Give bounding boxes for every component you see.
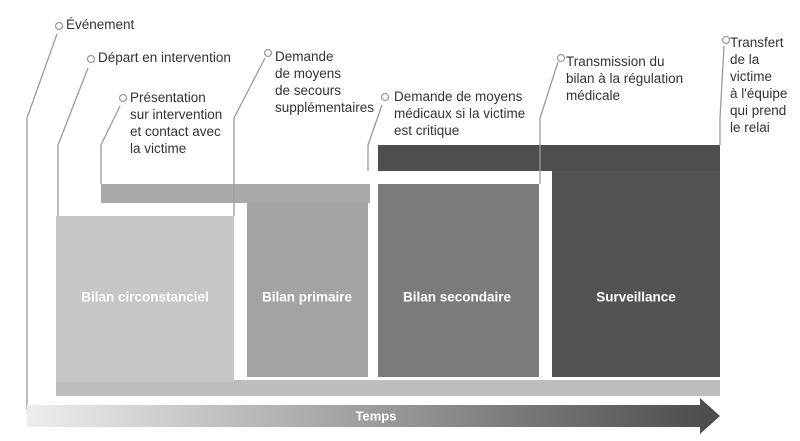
leader-line-extra-help xyxy=(233,57,266,216)
callout-line: de moyens xyxy=(275,66,342,81)
callout-line: de la xyxy=(730,52,760,67)
leader-line-handover xyxy=(719,45,725,145)
callout-medical-means: Demande de moyens médicaux si la victime… xyxy=(394,88,525,139)
callout-extra-help: Demande de moyens de secours supplémenta… xyxy=(275,48,374,116)
callout-line: Demande xyxy=(275,49,334,64)
leader-dot-extra-help xyxy=(263,48,273,58)
leader-dot-presentation xyxy=(118,93,128,103)
phase-block-primary xyxy=(247,203,368,377)
phase-block-monitoring xyxy=(552,171,720,377)
leader-dot-medical-means xyxy=(380,92,390,102)
leader-line-medical-means xyxy=(367,104,383,171)
callout-line: Départ en intervention xyxy=(98,50,231,65)
phase-label-primary: Bilan primaire xyxy=(261,289,353,305)
callout-line: Événement xyxy=(66,17,135,32)
phase-label-monitoring: Surveillance xyxy=(596,289,676,305)
callout-line: Transmission du xyxy=(566,54,665,69)
callout-line: à l'équipe xyxy=(730,86,788,101)
callout-line: victime xyxy=(730,69,773,84)
callout-line: la victime xyxy=(130,141,187,156)
callout-event: Événement xyxy=(66,16,134,33)
callout-departure: Départ en intervention xyxy=(98,49,231,66)
time-arrow xyxy=(27,398,720,434)
leader-dot-transmission xyxy=(556,53,566,63)
leader-dot-handover xyxy=(721,35,731,45)
callout-transmission: Transmission du bilan à la régulation mé… xyxy=(566,53,683,104)
callout-line: Demande de moyens xyxy=(394,89,523,104)
callout-handover: Transfert de la victime à l'équipe qui p… xyxy=(730,34,787,136)
callout-line: et contact avec xyxy=(130,124,221,139)
phase-label-circumstantial: Bilan circonstanciel xyxy=(81,289,209,305)
phase-block-secondary xyxy=(378,184,539,377)
leader-dot-departure xyxy=(86,54,96,64)
leader-line-transmission xyxy=(539,61,559,184)
leader-line-event xyxy=(26,33,58,410)
callout-presentation: Présentation sur intervention et contact… xyxy=(130,89,222,157)
band-secondary-to-end xyxy=(378,145,720,171)
band-circumstantial-to-end xyxy=(56,380,720,396)
callout-line: Transfert xyxy=(730,35,784,50)
leader-line-presentation xyxy=(100,105,121,184)
time-axis-label: Temps xyxy=(355,408,397,424)
callout-line: est critique xyxy=(394,123,460,138)
callout-line: supplémentaires xyxy=(275,100,375,115)
callout-line: médicale xyxy=(566,88,621,103)
band-presentation-to-secondary xyxy=(101,184,370,203)
callout-line: Présentation xyxy=(130,90,206,105)
leader-line-departure xyxy=(57,67,89,216)
phase-label-secondary: Bilan secondaire xyxy=(402,289,512,305)
leader-dot-event xyxy=(54,21,64,31)
callout-line: bilan à la régulation xyxy=(566,71,684,86)
callout-line: qui prend xyxy=(730,103,787,118)
callout-line: le relai xyxy=(730,120,770,135)
callout-line: sur intervention xyxy=(130,107,223,122)
phase-block-circumstantial xyxy=(56,216,234,382)
callout-line: de secours xyxy=(275,83,342,98)
callout-line: médicaux si la victime xyxy=(394,106,526,121)
